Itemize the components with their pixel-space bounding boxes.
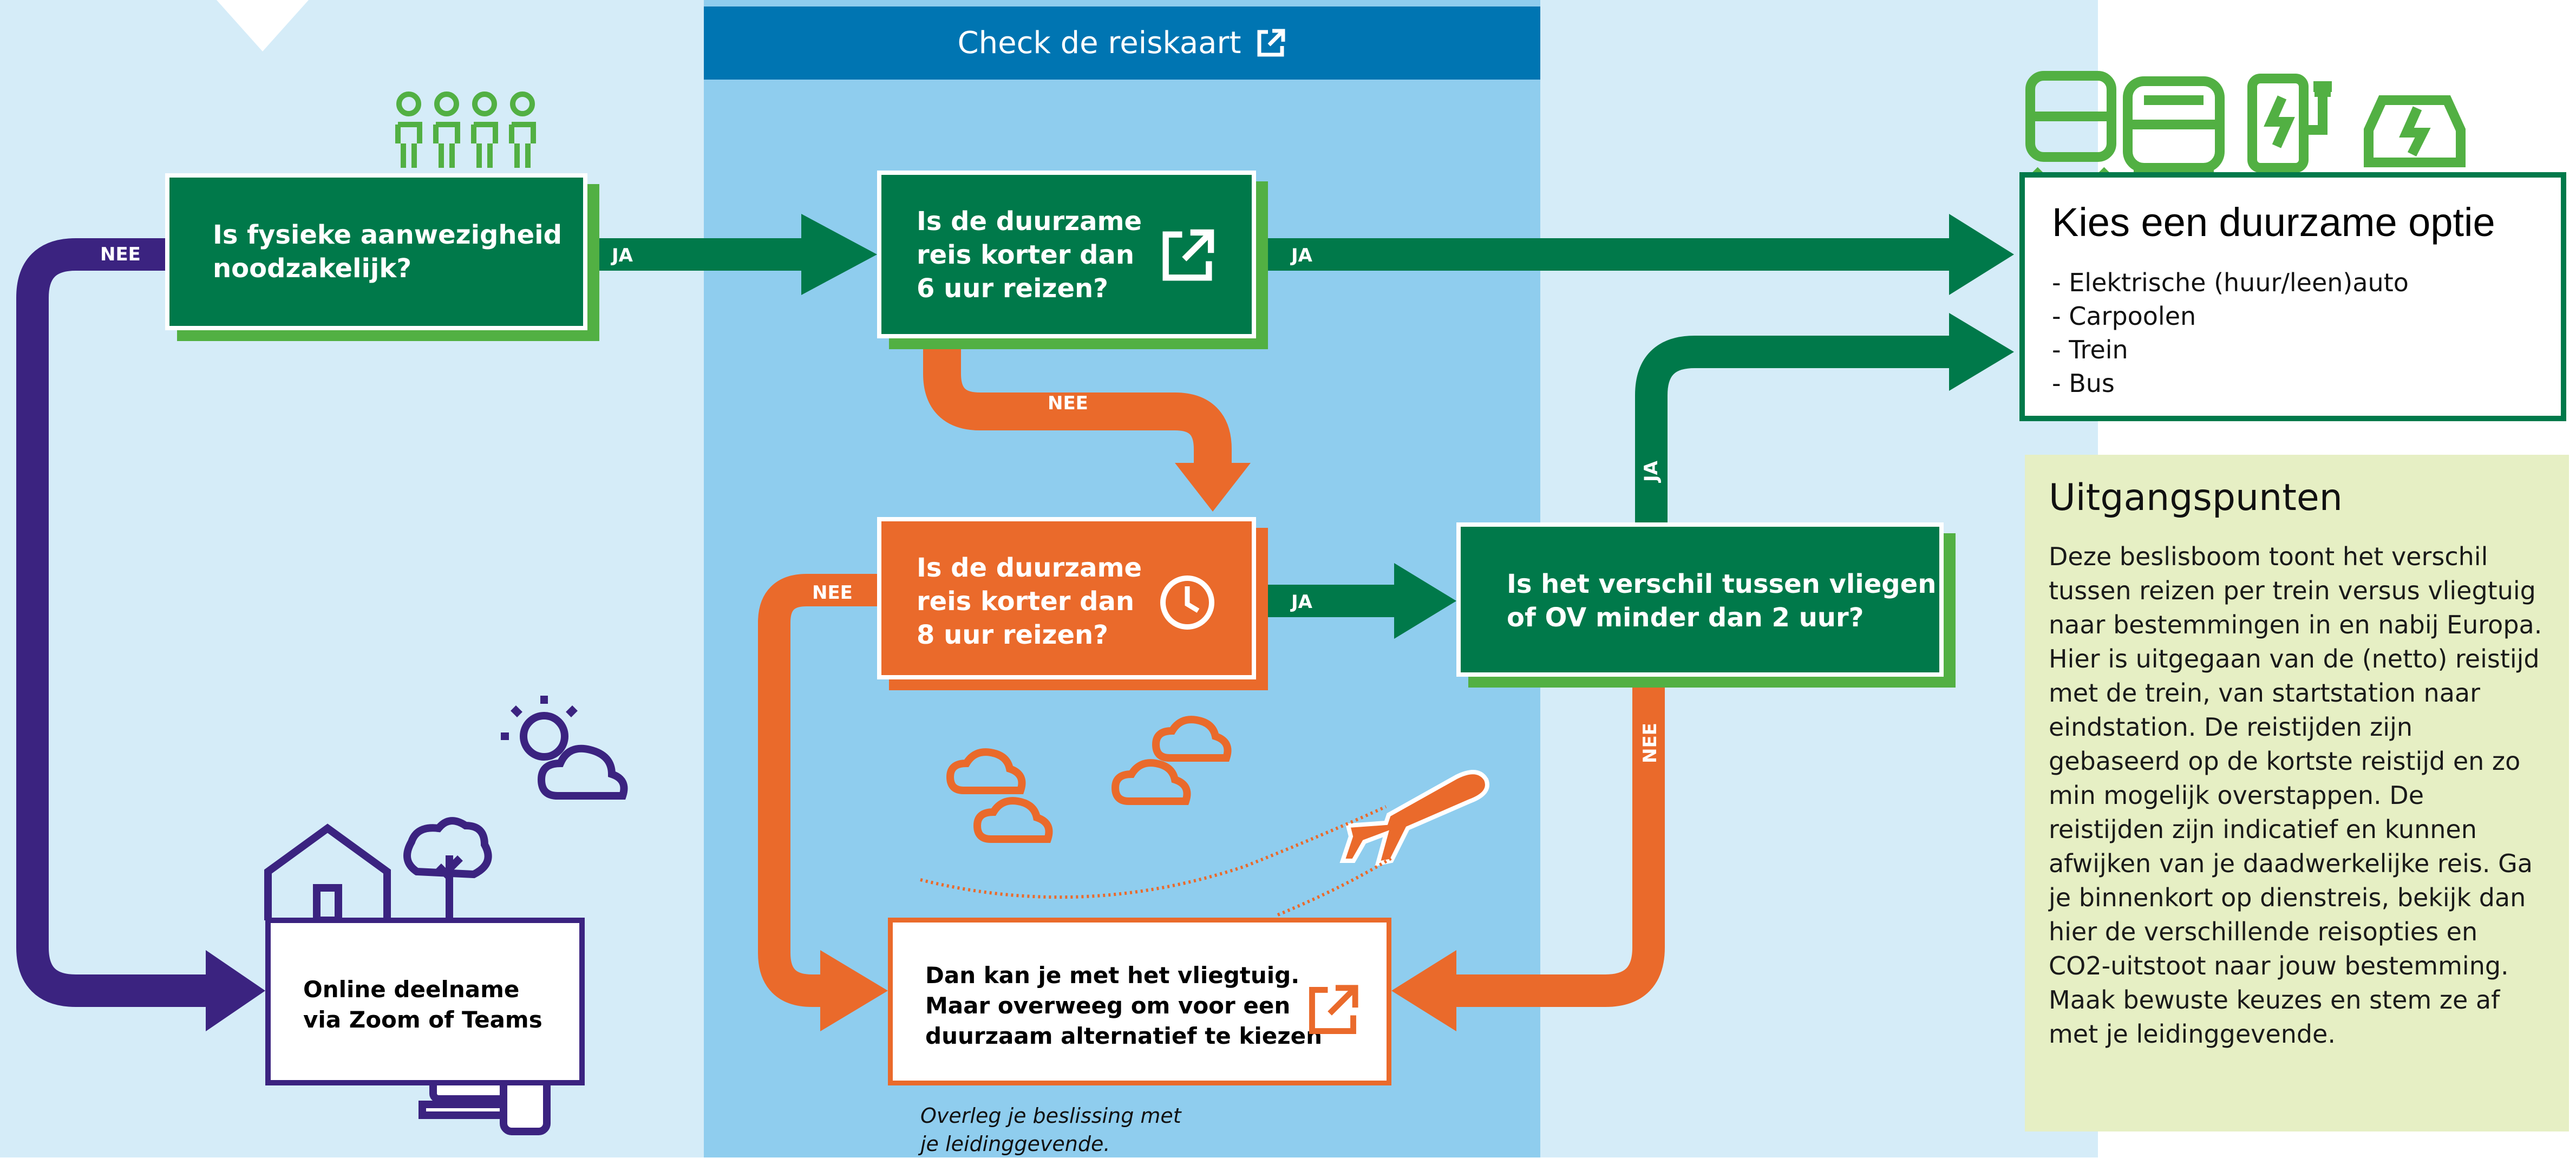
online-line1: Online deelname [303,976,520,1003]
electric-car-icon [2364,95,2466,167]
outcome-sustainable-option: Kies een duurzame optie - Elektrische (h… [2019,172,2566,421]
footnote: Overleg je beslissing met je leidinggeve… [920,1102,1224,1158]
q3-line1: Is de duurzame [917,553,1142,583]
nee-arrow-orange-1 [923,344,1232,471]
q1-line2: noodzakelijk? [213,253,412,284]
top-notch [217,0,309,51]
q2-line1: Is de duurzame [917,206,1142,237]
label-nee-q3: NEE [812,582,853,604]
q4-line1: Is het verschil tussen vliegen [1507,569,1937,599]
train-icon [2025,71,2116,185]
bus-icon [2123,76,2225,179]
question-trip-under-6-hours: Is de duurzame reis korter dan 6 uur rei… [877,171,1256,338]
airplane-icon [920,770,1489,917]
tree-icon [403,817,492,920]
principles-title: Uitgangspunten [2049,476,2343,519]
option-item: - Elektrische (huur/leen)auto [2052,268,2409,297]
option-item: - Bus [2052,369,2115,398]
label-ja-q4: JA [1640,461,1662,482]
clock-icon [1160,575,1214,630]
outcome-online-meeting: Online deelname via Zoom of Teams [265,918,585,1085]
question-trip-under-8-hours: Is de duurzame reis korter dan 8 uur rei… [877,517,1256,679]
external-link-icon [1257,29,1285,56]
principles-body: Deze beslisboom toont het verschil tusse… [2049,542,2542,1049]
fly-line3: duurzaam alternatief te kiezen [925,1023,1323,1049]
ja-arrow-4 [1253,585,1400,617]
nee-arrow-orange-2 [758,574,888,1007]
fly-line2: Maar overweeg om voor een [925,992,1291,1019]
label-ja-q3: JA [1291,591,1312,613]
q4-line2: of OV minder dan 2 uur? [1507,603,1864,633]
option-title: Kies een duurzame optie [2052,200,2495,245]
label-nee-q2: NEE [1048,392,1088,414]
ja-arrow-1 [587,238,804,271]
label-ja-q1: JA [612,245,633,266]
check-travel-map-link[interactable]: Check de reiskaart [704,6,1540,80]
header-title: Check de reiskaart [957,25,1241,61]
q2-line3: 6 uur reizen? [917,273,1109,304]
question-difference-under-2-hours: Is het verschil tussen vliegen of OV min… [1456,522,1944,677]
principles-panel: Uitgangspunten Deze beslisboom toont het… [2025,455,2569,1131]
ja-arrow-2 [1256,238,1954,271]
outcome-fly: Dan kan je met het vliegtuig. Maar overw… [888,918,1391,1085]
clouds-icon [946,716,1232,843]
label-nee-q1: NEE [100,244,141,265]
q3-line3: 8 uur reizen? [917,620,1109,650]
sun-cloud-icon [501,696,628,800]
q2-line2: reis korter dan [917,240,1135,270]
external-link-icon[interactable] [1158,226,1217,286]
q3-line2: reis korter dan [917,586,1135,617]
nee-arrow-orange-3 [1446,679,1665,1007]
house-icon [264,823,391,924]
online-line2: via Zoom of Teams [303,1006,542,1033]
option-item: - Trein [2052,335,2128,364]
charging-station-icon [2247,74,2332,173]
option-list: - Elektrische (huur/leen)auto - Carpoole… [2052,266,2534,400]
ja-arrow-3 [1635,336,1949,525]
label-nee-q4: NEE [1639,723,1661,763]
question-physical-presence: Is fysieke aanwezigheid noodzakelijk? [165,173,587,330]
q1-line1: Is fysieke aanwezigheid [213,220,562,250]
footnote-line1: Overleg je beslissing met [920,1104,1181,1128]
label-ja-q2: JA [1291,245,1312,266]
people-icon [395,91,536,168]
nee-arrow-purple [16,238,206,1007]
footnote-line2: je leidinggevende. [920,1132,1110,1156]
external-link-icon[interactable] [1304,982,1361,1039]
option-item: - Carpoolen [2052,302,2196,331]
fly-line1: Dan kan je met het vliegtuig. [925,962,1300,989]
